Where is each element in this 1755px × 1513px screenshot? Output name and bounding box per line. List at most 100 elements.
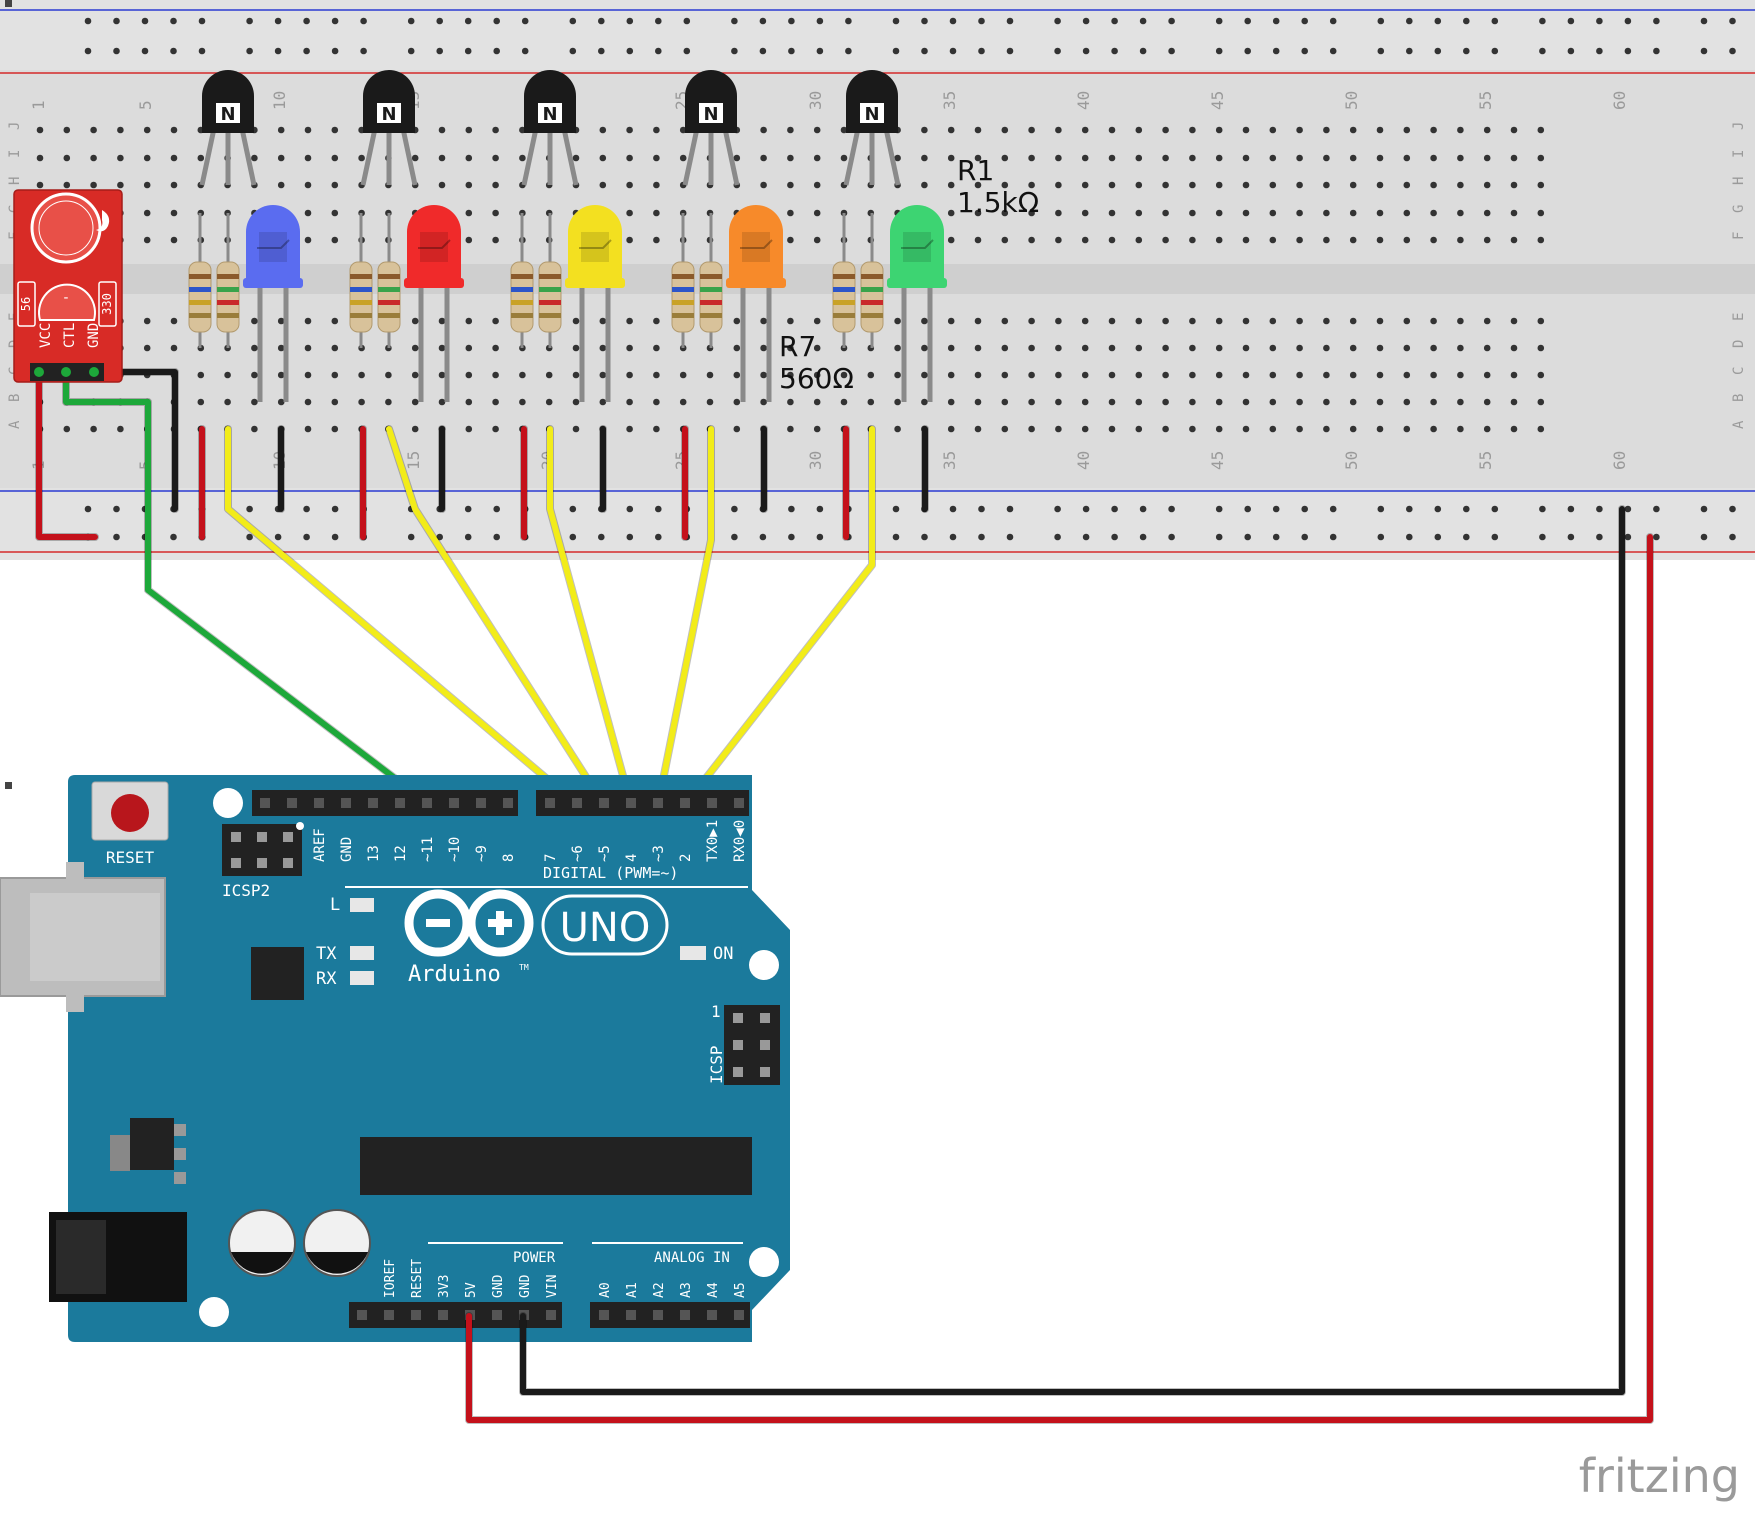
breadboard-hole[interactable] xyxy=(545,371,553,379)
rail-hole[interactable] xyxy=(655,17,662,25)
resistor[interactable] xyxy=(377,261,401,333)
power-header-socket[interactable] xyxy=(492,1310,502,1320)
rail-hole[interactable] xyxy=(436,17,444,25)
breadboard-hole[interactable] xyxy=(1028,425,1035,433)
breadboard-hole[interactable] xyxy=(813,236,821,244)
breadboard-hole[interactable] xyxy=(465,371,473,379)
rail-hole[interactable] xyxy=(198,17,206,25)
rail-hole[interactable] xyxy=(655,533,662,541)
breadboard-hole[interactable] xyxy=(492,344,499,352)
breadboard-hole[interactable] xyxy=(1403,317,1411,325)
breadboard-hole[interactable] xyxy=(1189,236,1196,244)
rail-hole[interactable] xyxy=(626,47,634,55)
rail-hole[interactable] xyxy=(1054,17,1061,25)
rail-hole[interactable] xyxy=(1729,17,1736,25)
rail-hole[interactable] xyxy=(1272,505,1280,513)
breadboard-hole[interactable] xyxy=(1537,371,1545,379)
breadboard-hole[interactable] xyxy=(1323,236,1330,244)
breadboard-hole[interactable] xyxy=(1376,398,1384,406)
breadboard-hole[interactable] xyxy=(947,371,955,379)
breadboard-hole[interactable] xyxy=(1055,209,1062,217)
rail-hole[interactable] xyxy=(1463,17,1470,25)
rail-hole[interactable] xyxy=(1596,505,1603,513)
rail-hole[interactable] xyxy=(1139,533,1147,541)
breadboard-hole[interactable] xyxy=(304,344,312,352)
rail-hole[interactable] xyxy=(464,533,472,541)
signal-wire-2[interactable] xyxy=(386,426,607,808)
breadboard-hole[interactable] xyxy=(1242,425,1250,433)
breadboard-hole[interactable] xyxy=(331,236,339,244)
resistor[interactable] xyxy=(671,261,695,333)
breadboard-hole[interactable] xyxy=(1108,236,1116,244)
breadboard-hole[interactable] xyxy=(331,181,339,189)
rail-hole[interactable] xyxy=(816,47,824,55)
breadboard-hole[interactable] xyxy=(1430,317,1437,325)
breadboard-hole[interactable] xyxy=(787,398,794,406)
breadboard-hole[interactable] xyxy=(1028,236,1035,244)
breadboard-hole[interactable] xyxy=(787,181,794,189)
rail-hole[interactable] xyxy=(1539,505,1546,513)
breadboard-hole[interactable] xyxy=(117,154,124,162)
rail-hole[interactable] xyxy=(436,47,444,55)
rail-hole[interactable] xyxy=(1377,505,1385,513)
rail-hole[interactable] xyxy=(1329,505,1337,513)
breadboard-hole[interactable] xyxy=(170,181,178,189)
breadboard-hole[interactable] xyxy=(1108,398,1116,406)
breadboard-hole[interactable] xyxy=(492,425,499,433)
breadboard-hole[interactable] xyxy=(143,344,151,352)
breadboard-hole[interactable] xyxy=(90,425,97,433)
breadboard-hole[interactable] xyxy=(1028,181,1035,189)
rail-hole[interactable] xyxy=(892,17,900,25)
rail-hole[interactable] xyxy=(1082,505,1090,513)
breadboard-hole[interactable] xyxy=(277,181,285,189)
rail-hole[interactable] xyxy=(569,47,577,55)
rail-hole[interactable] xyxy=(1301,533,1308,541)
breadboard-hole[interactable] xyxy=(626,236,633,244)
breadboard-hole[interactable] xyxy=(331,398,339,406)
breadboard-hole[interactable] xyxy=(653,181,660,189)
rail-hole[interactable] xyxy=(949,47,957,55)
digital-header-socket[interactable] xyxy=(368,798,378,808)
breadboard-hole[interactable] xyxy=(974,398,982,406)
rail-hole[interactable] xyxy=(331,533,339,541)
breadboard-hole[interactable] xyxy=(224,371,231,379)
breadboard-hole[interactable] xyxy=(974,181,982,189)
breadboard-hole[interactable] xyxy=(492,209,499,217)
rail-hole[interactable] xyxy=(759,533,767,541)
breadboard-hole[interactable] xyxy=(1537,317,1545,325)
breadboard-hole[interactable] xyxy=(733,425,741,433)
breadboard-hole[interactable] xyxy=(1323,209,1330,217)
resistor[interactable] xyxy=(216,261,240,333)
rail-hole[interactable] xyxy=(1567,17,1575,25)
rail-hole[interactable] xyxy=(1111,17,1118,25)
breadboard-hole[interactable] xyxy=(1189,371,1196,379)
digital-header-socket[interactable] xyxy=(680,798,690,808)
npn-transistor[interactable] xyxy=(363,70,415,133)
breadboard-hole[interactable] xyxy=(599,181,607,189)
rail-hole[interactable] xyxy=(1377,17,1385,25)
rail-hole[interactable] xyxy=(1491,17,1499,25)
breadboard-hole[interactable] xyxy=(1510,209,1518,217)
breadboard-hole[interactable] xyxy=(1457,344,1464,352)
sensor-pin-ctl[interactable] xyxy=(61,367,71,377)
signal-wire-5[interactable] xyxy=(682,426,875,808)
breadboard-hole[interactable] xyxy=(1296,317,1303,325)
npn-transistor[interactable] xyxy=(685,70,737,133)
resistor[interactable] xyxy=(860,261,884,333)
breadboard-hole[interactable] xyxy=(1055,154,1062,162)
breadboard-hole[interactable] xyxy=(1055,126,1062,134)
breadboard-hole[interactable] xyxy=(921,126,928,134)
breadboard-hole[interactable] xyxy=(787,126,794,134)
breadboard-hole[interactable] xyxy=(1296,236,1303,244)
breadboard-hole[interactable] xyxy=(277,371,285,379)
breadboard-hole[interactable] xyxy=(653,398,660,406)
npn-transistor[interactable] xyxy=(524,70,576,133)
rail-hole[interactable] xyxy=(1653,505,1660,513)
breadboard-hole[interactable] xyxy=(1215,154,1223,162)
breadboard-hole[interactable] xyxy=(1001,181,1009,189)
breadboard-hole[interactable] xyxy=(626,209,633,217)
rail-hole[interactable] xyxy=(1244,17,1251,25)
breadboard-hole[interactable] xyxy=(304,209,312,217)
breadboard-hole[interactable] xyxy=(787,154,794,162)
breadboard-hole[interactable] xyxy=(1135,371,1143,379)
